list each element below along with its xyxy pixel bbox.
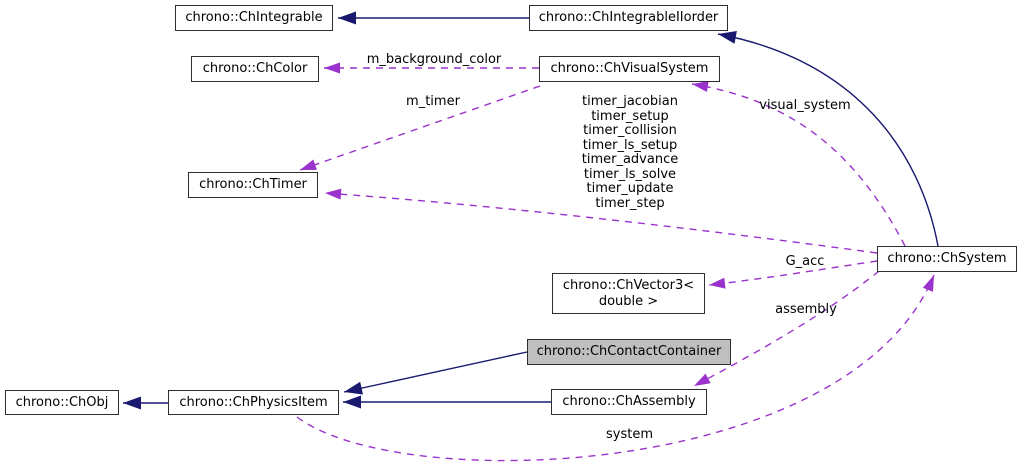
edge-label-assembly: assembly	[775, 302, 837, 317]
edge-label-timer-step: timer_step	[595, 195, 665, 211]
edge-label-timer-ls-setup: timer_ls_setup	[582, 137, 678, 153]
edge-label-timer-advance: timer_advance	[581, 152, 679, 167]
edge-usage-assembly	[693, 270, 880, 387]
edge-inheritance-contactcontainer-to-physicsitem	[343, 351, 528, 395]
edge-label-timer-ls-solve: timer_ls_solve	[583, 166, 677, 182]
node-chrono-chassembly[interactable]: chrono::ChAssembly	[551, 389, 707, 415]
node-chrono-chvector3-double[interactable]: chrono::ChVector3< double >	[552, 273, 705, 314]
node-chrono-chsystem[interactable]: chrono::ChSystem	[877, 246, 1017, 272]
edge-usage-m-timer	[299, 85, 541, 171]
node-chrono-chcontactcontainer: chrono::ChContactContainer	[527, 339, 731, 365]
edge-label-m-timer: m_timer	[406, 94, 460, 109]
edge-label-timers: timer_jacobian timer_setup timer_collisi…	[565, 94, 695, 211]
edge-usage-system	[296, 274, 935, 462]
node-chrono-chintegrableiiorder[interactable]: chrono::ChIntegrableIIorder	[529, 5, 728, 31]
edge-label-timer-setup: timer_setup	[591, 108, 669, 124]
edge-label-system: system	[606, 427, 653, 442]
node-chrono-chtimer[interactable]: chrono::ChTimer	[188, 172, 318, 198]
edge-label-timer-collision: timer_collision	[583, 123, 677, 138]
node-chrono-chintegrable[interactable]: chrono::ChIntegrable	[175, 5, 333, 31]
edge-label-timer-jacobian: timer_jacobian	[582, 94, 678, 109]
edge-label-g-acc: G_acc	[785, 254, 825, 269]
node-chrono-chvisualsystem[interactable]: chrono::ChVisualSystem	[539, 56, 720, 82]
edge-inheritance-system-to-integrableiiorder	[717, 30, 939, 247]
node-chrono-chobj[interactable]: chrono::ChObj	[5, 390, 119, 415]
edge-usage-visual-system	[691, 81, 906, 247]
edge-usage-g-acc	[708, 260, 878, 289]
edge-label-visual-system: visual_system	[759, 98, 851, 113]
node-chrono-chphysicsitem[interactable]: chrono::ChPhysicsItem	[168, 390, 339, 415]
node-chrono-chcolor[interactable]: chrono::ChColor	[191, 56, 319, 82]
edge-label-timer-update: timer_update	[586, 181, 674, 196]
edge-label-m-background-color: m_background_color	[366, 52, 502, 67]
